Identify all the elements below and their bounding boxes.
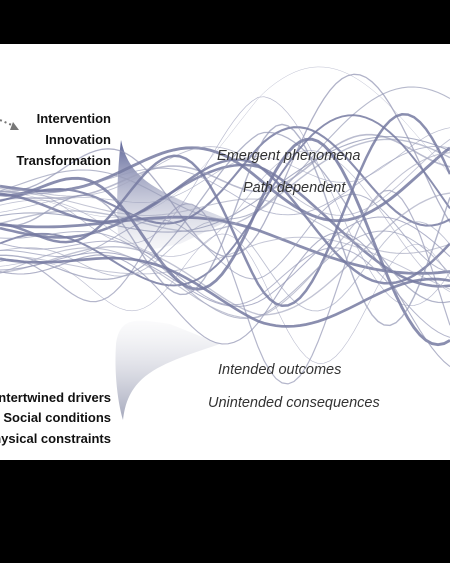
strand bbox=[0, 230, 450, 319]
bottom-funnel-shape bbox=[115, 320, 220, 420]
strand bbox=[0, 158, 450, 285]
diagram-panel: Intervention Innovation Transformation I… bbox=[0, 44, 450, 460]
outcome-label-emergent-phenomena: Emergent phenomena bbox=[217, 148, 361, 164]
input-label-innovation: Innovation bbox=[45, 132, 111, 147]
dotted-arrow-icon bbox=[0, 119, 19, 130]
strand bbox=[0, 146, 450, 223]
strand bbox=[0, 190, 450, 254]
strand bbox=[0, 256, 450, 328]
strand bbox=[0, 146, 450, 216]
braided-pathways-diagram bbox=[0, 66, 450, 420]
strand bbox=[0, 113, 450, 307]
strand bbox=[0, 96, 450, 307]
outcome-label-intended-outcomes: Intended outcomes bbox=[218, 362, 342, 378]
strand bbox=[0, 66, 450, 218]
input-label-transformation: Transformation bbox=[16, 153, 111, 168]
strand bbox=[0, 233, 450, 364]
outcome-label-unintended-consequences: Unintended consequences bbox=[208, 395, 380, 411]
strand bbox=[0, 189, 450, 385]
strand bbox=[0, 127, 450, 213]
input-label-intertwined-drivers: Intertwined drivers bbox=[0, 390, 111, 405]
strand-group bbox=[0, 66, 450, 385]
strand bbox=[0, 152, 450, 319]
strand bbox=[0, 137, 450, 347]
input-label-intervention: Intervention bbox=[36, 111, 111, 126]
strand bbox=[0, 240, 450, 338]
top-funnel-shape bbox=[117, 140, 230, 251]
input-label-social-conditions: Social conditions bbox=[3, 410, 111, 425]
strand bbox=[0, 192, 450, 316]
strand bbox=[0, 126, 450, 227]
outcome-label-path-dependent: Path dependent bbox=[243, 180, 346, 196]
strand bbox=[0, 123, 450, 327]
input-label-physical-constraints: Physical constraints bbox=[0, 431, 111, 446]
